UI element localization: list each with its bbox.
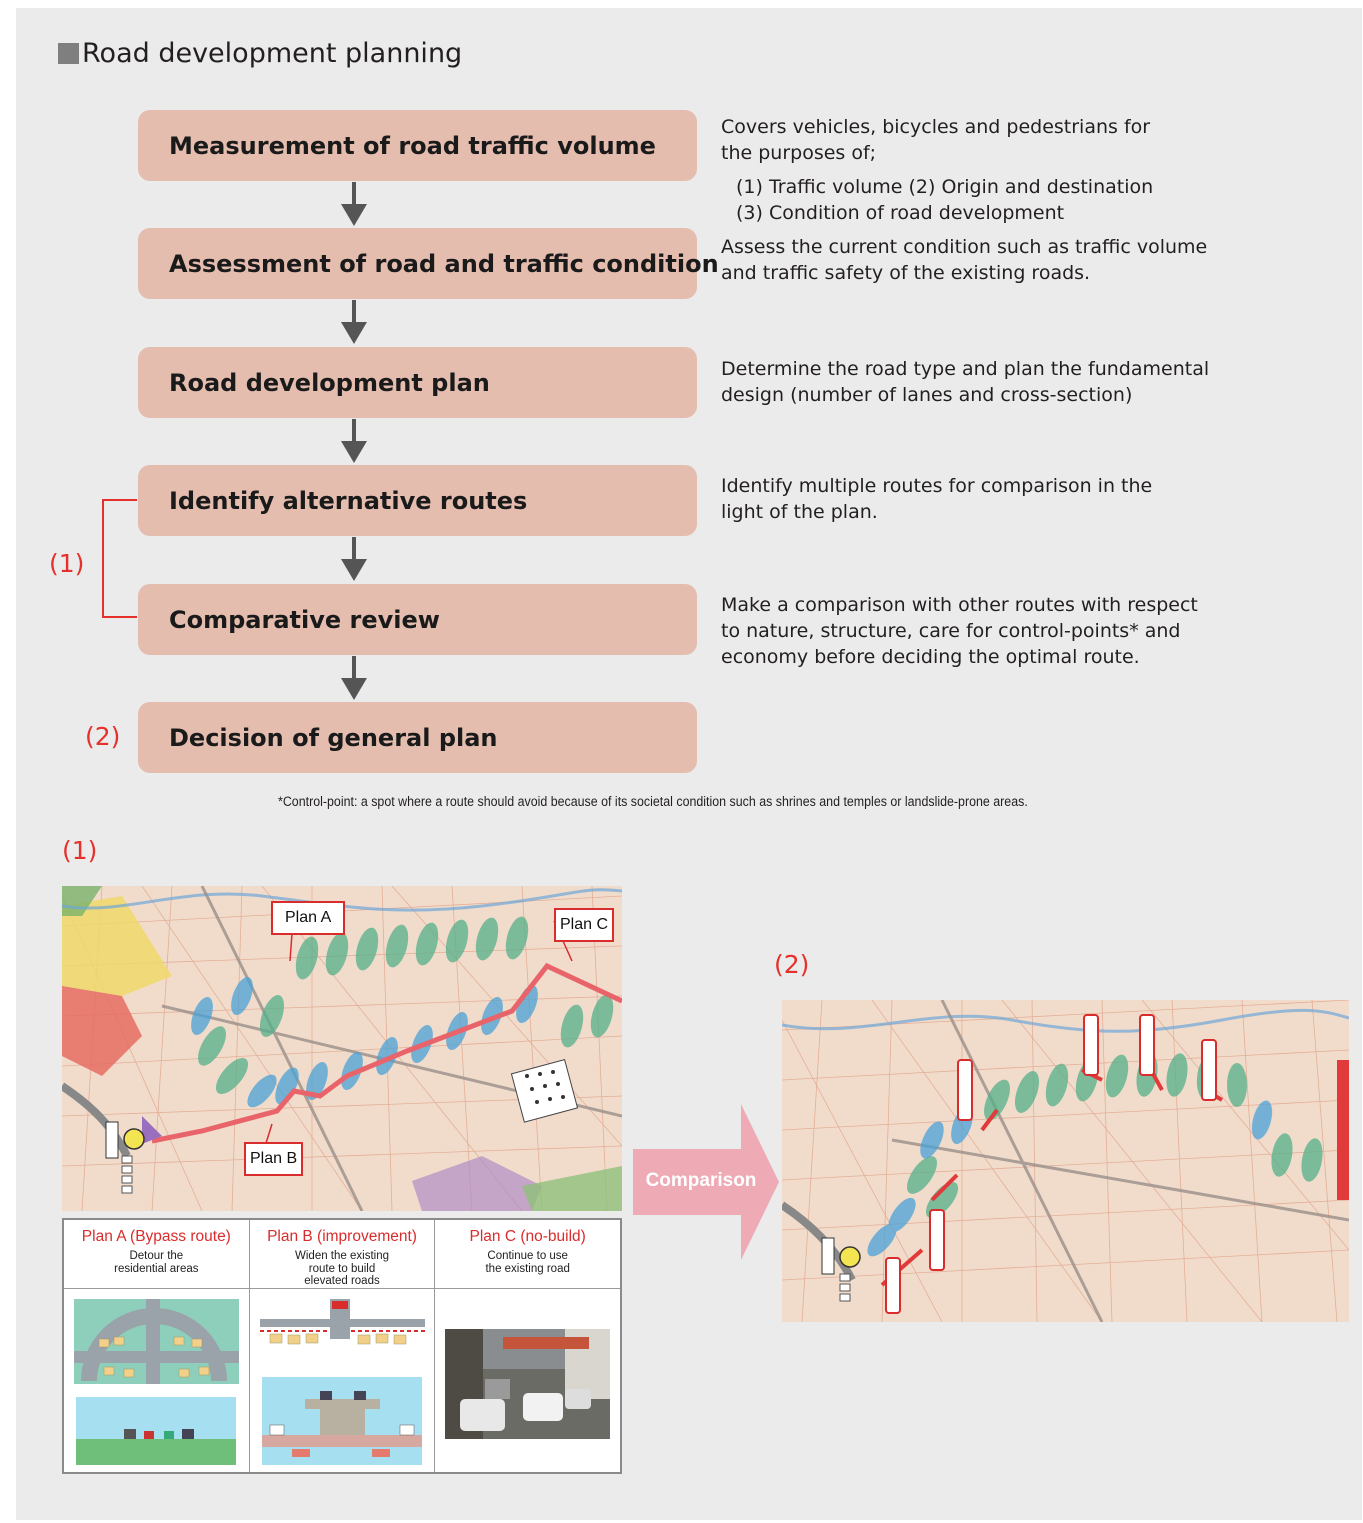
- bracket-connector: [102, 499, 137, 618]
- down-arrow-icon: [341, 182, 367, 226]
- step-traffic-measurement: Measurement of road traffic volume: [138, 110, 697, 181]
- step-general-plan-decision: Decision of general plan: [138, 702, 697, 773]
- desc-line: Identify multiple routes for comparison …: [721, 475, 1153, 497]
- elevated-road-illustration: [250, 1289, 435, 1472]
- footnote: *Control-point: a spot where a route sho…: [278, 794, 1028, 809]
- bracket-label: (1): [49, 549, 85, 578]
- plan-c-desc: Continue to use the existing road: [485, 1250, 570, 1275]
- down-arrow-icon: [341, 537, 367, 581]
- down-arrow-icon: [341, 419, 367, 463]
- desc-condition-assessment: Assess the current condition such as tra…: [721, 234, 1207, 286]
- step-condition-assessment: Assessment of road and traffic condition: [138, 228, 719, 299]
- desc-development-plan: Determine the road type and plan the fun…: [721, 356, 1209, 408]
- desc-line: Covers vehicles, bicycles and pedestrian…: [721, 116, 1151, 138]
- desc-line: (1) Traffic volume (2) Origin and destin…: [736, 176, 1154, 198]
- desc-alternative-routes: Identify multiple routes for comparison …: [721, 473, 1152, 525]
- desc-line: Make a comparison with other routes with…: [721, 594, 1198, 616]
- page-title: Road development planning: [58, 38, 462, 69]
- desc-line: design (number of lanes and cross-sectio…: [721, 384, 1133, 406]
- bypass-illustration: [64, 1289, 249, 1472]
- plan-b-map-label: Plan B: [244, 1142, 304, 1176]
- step-comparative-review: Comparative review: [138, 584, 697, 655]
- desc-line: the purposes of;: [721, 142, 877, 164]
- plan-b-desc: Widen the existing route to build elevat…: [295, 1250, 389, 1287]
- desc-line: and traffic safety of the existing roads…: [721, 262, 1091, 284]
- plan-b-column: Plan B (improvement) Widen the existing …: [249, 1220, 436, 1472]
- desc-line: Determine the road type and plan the fun…: [721, 358, 1210, 380]
- plan-c-name: Plan C (no-build): [469, 1228, 586, 1245]
- comparison-arrow-icon: [633, 1104, 779, 1260]
- desc-line: economy before deciding the optimal rout…: [721, 646, 1140, 668]
- plan-comparison-table: Plan A (Bypass route) Detour the residen…: [62, 1218, 622, 1474]
- step-alternative-routes: Identify alternative routes: [138, 465, 697, 536]
- plan-a-name: Plan A (Bypass route): [81, 1228, 231, 1245]
- section2-label: (2): [774, 950, 810, 979]
- step-development-plan: Road development plan: [138, 347, 697, 418]
- plan-a-map-label: Plan A: [271, 901, 346, 935]
- desc-traffic-measurement: Covers vehicles, bicycles and pedestrian…: [721, 114, 1153, 226]
- desc-line: (3) Condition of road development: [736, 202, 1065, 224]
- desc-line: light of the plan.: [721, 501, 878, 523]
- plan-c-column: Plan C (no-build) Continue to use the ex…: [435, 1220, 621, 1472]
- selected-route-map: [782, 1000, 1349, 1322]
- map-image: [62, 886, 622, 1211]
- square-bullet-icon: [58, 43, 79, 64]
- plan-a-column: Plan A (Bypass route) Detour the residen…: [64, 1220, 250, 1472]
- down-arrow-icon: [341, 300, 367, 344]
- plan-b-name: Plan B (improvement): [267, 1228, 417, 1245]
- page-title-text: Road development planning: [82, 38, 463, 69]
- desc-line: to nature, structure, care for control-p…: [721, 620, 1181, 642]
- decision-label: (2): [85, 722, 121, 751]
- comparison-label: Comparison: [645, 1170, 757, 1191]
- desc-comparative-review: Make a comparison with other routes with…: [721, 592, 1198, 670]
- map-image: [782, 1000, 1349, 1322]
- plan-a-desc: Detour the residential areas: [114, 1250, 199, 1275]
- desc-line: Assess the current condition such as tra…: [721, 236, 1208, 258]
- existing-road-photo: [435, 1289, 620, 1472]
- plan-c-map-label: Plan C: [554, 908, 615, 942]
- down-arrow-icon: [341, 656, 367, 700]
- section1-label: (1): [62, 836, 98, 865]
- alternative-routes-map: Plan A Plan B Plan C: [62, 886, 622, 1211]
